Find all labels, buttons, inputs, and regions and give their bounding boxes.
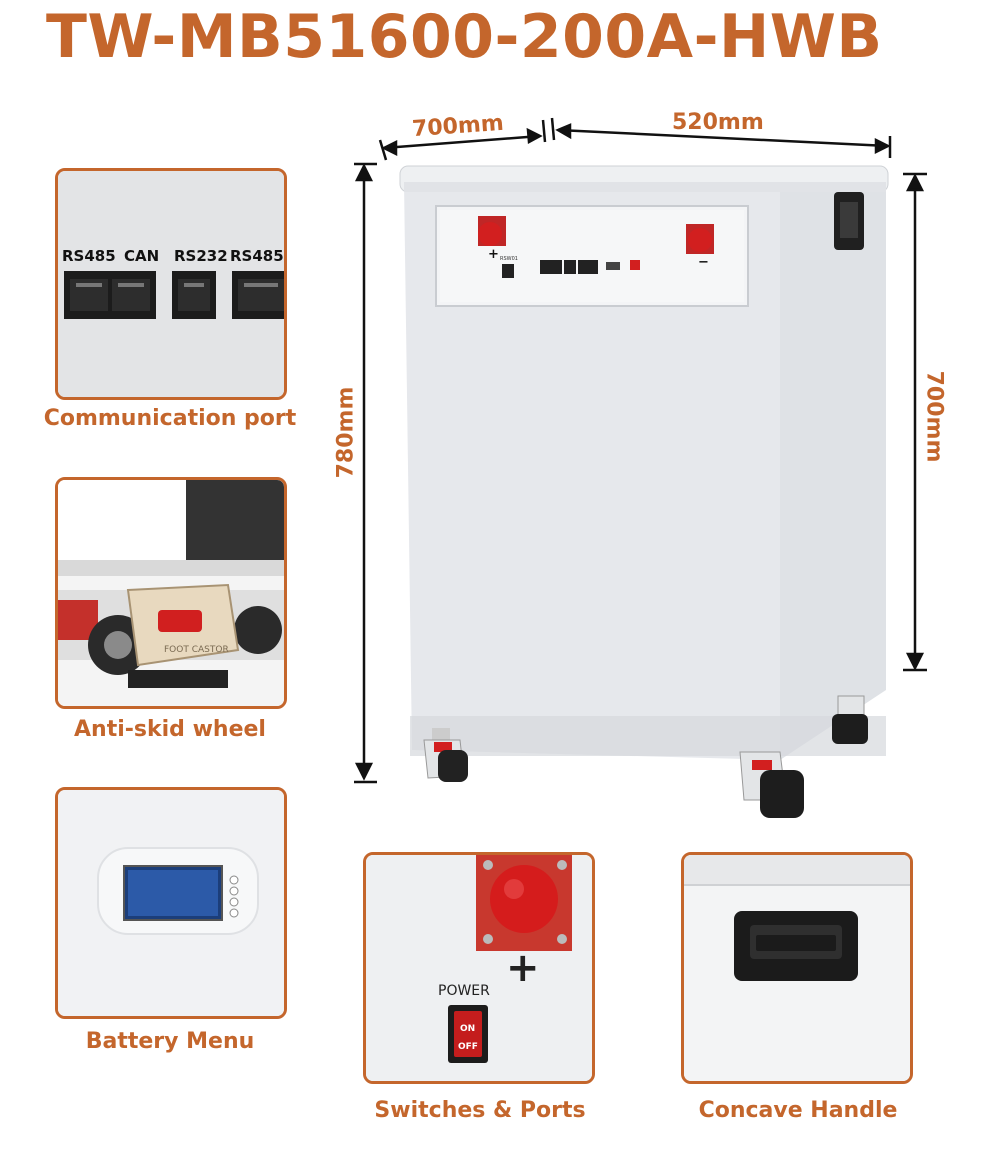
communication-port-caption: Communication port: [43, 406, 297, 431]
anti-skid-wheel-panel: FOOT CASTOR: [55, 477, 287, 709]
power-label: POWER: [438, 983, 490, 999]
switches-ports-caption: Switches & Ports: [374, 1098, 586, 1123]
battery-cabinet-image: + − RSW01: [354, 117, 927, 818]
power-switch-on: ON: [460, 1024, 475, 1034]
switches-ports-image: + POWER ON OFF: [366, 855, 592, 1081]
power-switch: [454, 1011, 482, 1057]
battery-menu-panel: [55, 787, 287, 1019]
anti-skid-wheel-caption: Anti-skid wheel: [74, 717, 266, 742]
communication-port-image: RS485 CAN RS232 RS485: [58, 171, 284, 397]
battery-menu-image: [58, 790, 284, 1016]
front-switch-label: RSW01: [500, 256, 518, 262]
product-title: TW-MB51600-200A-HWB: [46, 2, 883, 72]
concave-handle-image: [684, 855, 910, 1081]
port-label-rs485-2: RS485: [230, 247, 284, 265]
height-label: 780mm: [333, 386, 359, 479]
communication-port-panel: RS485 CAN RS232 RS485: [55, 168, 287, 400]
castor-stamp: FOOT CASTOR: [164, 645, 229, 655]
switch-plus-sign: +: [506, 945, 540, 991]
concave-handle-caption: Concave Handle: [698, 1098, 898, 1123]
front-minus-sign: −: [698, 255, 709, 270]
switches-ports-panel: + POWER ON OFF: [363, 852, 595, 1084]
wheel-image: FOOT CASTOR: [58, 480, 284, 706]
width-label: 520mm: [672, 110, 764, 135]
port-label-can: CAN: [124, 247, 159, 265]
front-plus-sign: +: [488, 247, 499, 262]
cabinet-height-label: 700mm: [921, 370, 947, 463]
port-label-rs485: RS485: [62, 247, 116, 265]
port-label-rs232: RS232: [174, 247, 228, 265]
concave-handle-panel: [681, 852, 913, 1084]
power-switch-off: OFF: [458, 1042, 478, 1052]
battery-menu-caption: Battery Menu: [85, 1029, 255, 1054]
